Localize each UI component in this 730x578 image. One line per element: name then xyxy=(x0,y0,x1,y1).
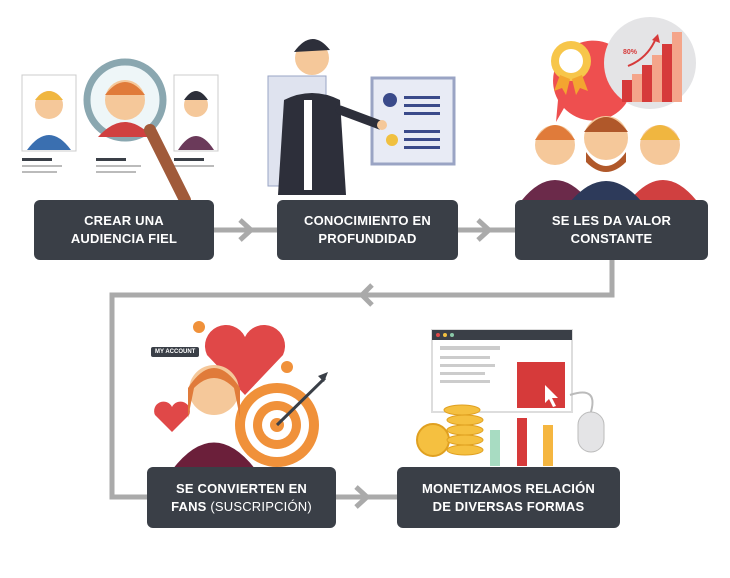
my-account-tag: MY ACCOUNT xyxy=(151,347,200,357)
step-1-box: CREAR UNA AUDIENCIA FIEL xyxy=(34,200,214,260)
connector-lines xyxy=(109,218,615,509)
step-4-line2-thin: (SUSCRIPCIÓN) xyxy=(210,498,312,514)
step-1-line2: AUDIENCIA FIEL xyxy=(70,231,178,246)
step-5-line1: MONETIZAMOS RELACIÓN xyxy=(422,480,595,496)
monetize-illustration xyxy=(416,329,605,466)
step-5-box: MONETIZAMOS RELACIÓN DE DIVERSAS FORMAS xyxy=(397,467,620,528)
growth-bars xyxy=(622,32,682,102)
value-illustration xyxy=(522,17,696,202)
step-3-line1: SE LES DA VALOR xyxy=(551,213,672,228)
step-2-box: CONOCIMIENTO EN PROFUNDIDAD xyxy=(277,200,458,260)
step-4-box: SE CONVIERTEN EN FANS (SUSCRIPCIÓN) xyxy=(147,467,336,528)
step-1-line1: CREAR UNA xyxy=(84,213,164,228)
step-3-box: SE LES DA VALOR CONSTANTE xyxy=(515,200,708,260)
step-2-line2: PROFUNDIDAD xyxy=(318,231,417,246)
step-3-line2: CONSTANTE xyxy=(570,231,653,246)
step-5-line2: DE DIVERSAS FORMAS xyxy=(432,498,585,514)
fan-illustration xyxy=(154,321,328,470)
step-2-line1: CONOCIMIENTO EN xyxy=(304,213,431,228)
growth-percent-label: 80% xyxy=(623,49,638,56)
step-4-line2-bold: FANS xyxy=(171,498,207,514)
presenter-illustration xyxy=(267,38,456,195)
audience-illustration xyxy=(21,58,219,206)
step-4-line1: SE CONVIERTEN EN xyxy=(175,480,308,496)
